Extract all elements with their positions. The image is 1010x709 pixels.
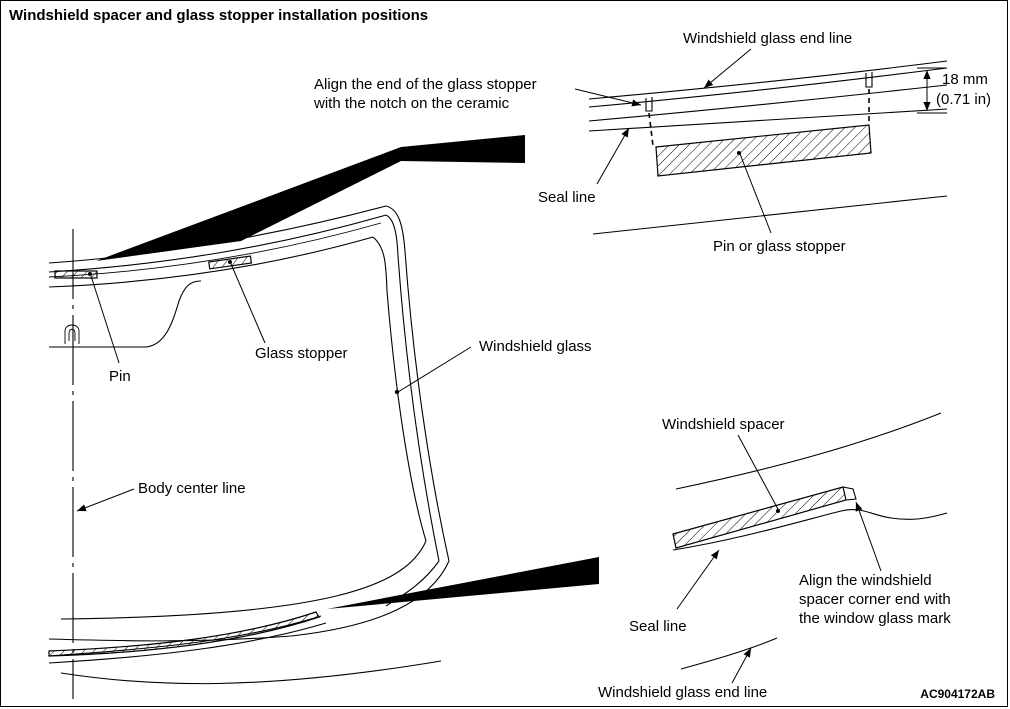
detail-lower-line [592, 195, 948, 235]
glass-lower-edge-2 [385, 560, 440, 607]
detail-ceramic-line [588, 84, 948, 122]
detail-glass-end-line-2 [588, 67, 948, 108]
label-dimension-mm: 18 mm [942, 71, 988, 88]
glass-inner-frame-right [372, 236, 427, 542]
notch-left [645, 97, 653, 112]
label-body-center-line: Body center line [138, 480, 246, 497]
guide-dash-left [648, 112, 654, 147]
detail-glass-end-line-1 [588, 60, 948, 100]
figure-id: AC904172AB [920, 687, 995, 701]
notch-right [865, 72, 873, 88]
glass-inner-frame-bottom [60, 540, 427, 620]
text-labels: Windshield glass end line Align the end … [109, 30, 991, 701]
mirror-mount-icon [64, 324, 80, 344]
spacer-corner-mark [842, 486, 857, 501]
label-windshield-glass-end-line-top: Windshield glass end line [683, 30, 852, 47]
label-align-spacer-2: spacer corner end with [799, 591, 951, 608]
label-windshield-glass-end-line-bottom: Windshield glass end line [598, 684, 767, 701]
glass-stopper-dot [228, 260, 232, 264]
label-dimension-in: (0.71 in) [936, 91, 991, 108]
windshield-spacer-strip [48, 611, 320, 657]
cowl-lower-line [60, 660, 442, 685]
label-windshield-glass: Windshield glass [479, 338, 592, 355]
label-windshield-spacer: Windshield spacer [662, 416, 785, 433]
main-windshield-view [48, 135, 599, 699]
label-pin-or-glass-stopper: Pin or glass stopper [713, 238, 846, 255]
callout-wedge-bottom [327, 557, 599, 609]
leader-lines [76, 48, 882, 684]
callout-wedge-top [96, 135, 525, 261]
windshield-glass-point [394, 389, 400, 395]
glass-top-inner-edge [48, 214, 387, 273]
diagram-title: Windshield spacer and glass stopper inst… [9, 7, 429, 24]
glass-ceramic-edge [48, 236, 374, 288]
label-align-spacer-3: the window glass mark [799, 610, 951, 627]
spacer-detail-hatched [672, 486, 847, 549]
mirror-bracket-area [49, 280, 202, 348]
pin-marker [54, 270, 98, 279]
spacer-detail-lower-line [680, 637, 778, 670]
detail-stopper-block [655, 124, 872, 177]
label-align-stopper-2: with the notch on the ceramic [313, 95, 510, 112]
cowl-line-2 [48, 622, 327, 664]
glass-right-outer-edge [385, 205, 450, 562]
spacer-detail-view [672, 412, 948, 670]
label-seal-line-bottom: Seal line [629, 618, 687, 635]
pin-dot [88, 272, 92, 276]
label-pin: Pin [109, 368, 131, 385]
glass-right-inner-edge [385, 214, 440, 562]
label-align-spacer-1: Align the windshield [799, 572, 932, 589]
spacer-detail-glass-line [672, 509, 948, 551]
label-seal-line-top: Seal line [538, 189, 596, 206]
label-align-stopper-1: Align the end of the glass stopper [314, 76, 537, 93]
spacer-detail-top-line [675, 412, 942, 490]
label-glass-stopper: Glass stopper [255, 345, 348, 362]
stopper-detail-view [588, 60, 948, 235]
detail-seal-line [588, 108, 948, 132]
